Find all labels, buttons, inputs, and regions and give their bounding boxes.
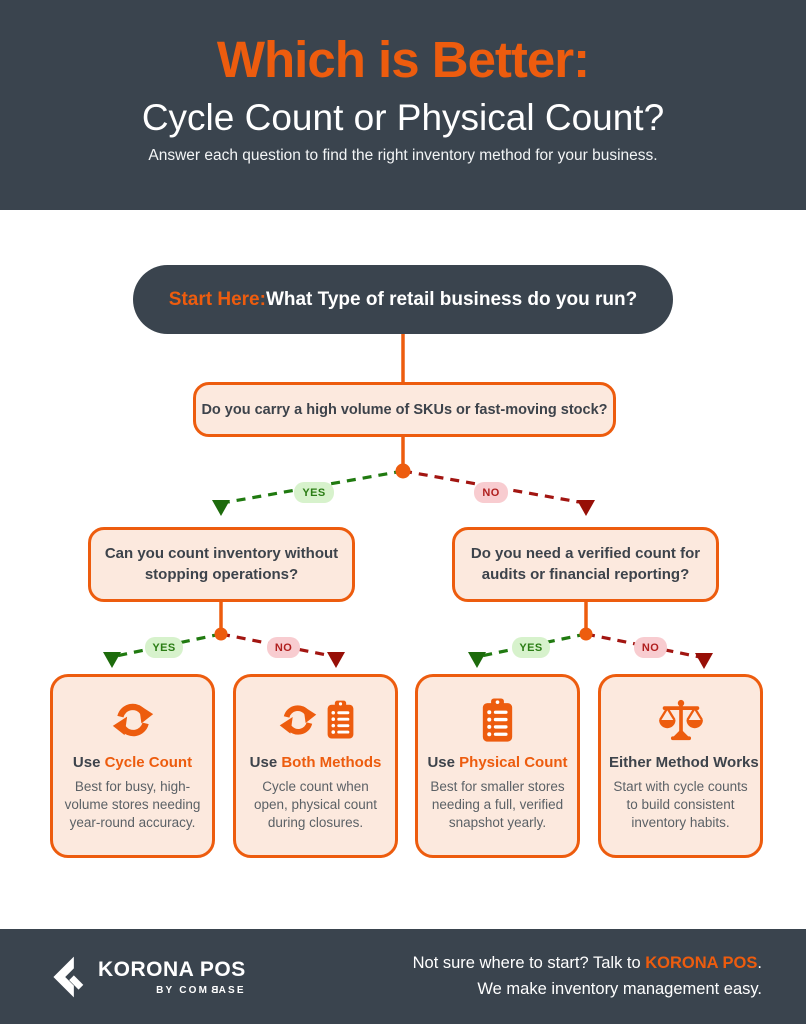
card-title-highlight: Cycle Count (104, 754, 193, 771)
question-box-right: Do you need a verified count for audits … (452, 527, 719, 602)
card-title-plain: Either Method Works (609, 754, 759, 771)
branch2-left-yes-arrowhead (103, 652, 121, 668)
card-title-highlight: Both Methods (281, 754, 382, 771)
branch1-no-arrowhead (577, 500, 595, 516)
branch2-right-no-arrowhead (695, 653, 713, 669)
card-icon-row (609, 695, 752, 745)
yes-badge-left: YES (145, 637, 183, 658)
card-body: Best for smaller stores needing a full, … (430, 779, 565, 831)
logo-name: KORONA POS (98, 957, 246, 981)
cta-line1: Not sure where to start? Talk to KORONA … (413, 951, 762, 977)
yes-badge-right: YES (512, 637, 550, 658)
footer-cta-text: Not sure where to start? Talk to KORONA … (413, 951, 762, 1002)
start-question: What Type of retail business do you run? (265, 288, 638, 310)
result-card-both-methods: Use Both Methods Cycle count when open, … (233, 674, 398, 858)
cta-brand: KORONA POS (645, 953, 758, 972)
card-icon-row (61, 695, 204, 745)
branch2-left-no-arrowhead (327, 652, 345, 668)
question-text-top: Do you carry a high volume of SKUs or fa… (201, 401, 608, 418)
logo-subtext: BY COMBASE (156, 985, 246, 996)
branch1-yes-arrowhead (212, 500, 230, 516)
card-body: Best for busy, high-volume stores needin… (64, 779, 201, 831)
card-icon-row (244, 695, 387, 745)
korona-logo: KORONA POS BY COMBASE (44, 954, 246, 1000)
card-title: Use Both Methods (244, 754, 387, 771)
question-text-left: Can you count inventory without stopping… (104, 545, 339, 583)
logo-subtext-mirrored-b: B (209, 984, 219, 996)
logo-subtext-right: ASE (218, 984, 246, 996)
page-subtitle: Cycle Count or Physical Count? (141, 97, 665, 138)
result-card-cycle-count: Use Cycle Count Best for busy, high-volu… (50, 674, 215, 858)
footer-banner: KORONA POS BY COMBASE Not sure where to … (0, 929, 806, 1024)
result-card-physical-count: Use Physical Count Best for smaller stor… (415, 674, 580, 858)
card-title-plain: Use (72, 754, 105, 771)
start-node: Start Here: What Type of retail business… (133, 265, 673, 334)
cta-line2: We make inventory management easy. (477, 979, 762, 998)
question-text-right: Do you need a verified count for audits … (470, 545, 701, 583)
card-icon-row (426, 695, 569, 745)
branch2-right-yes-arrowhead (468, 652, 486, 668)
card-body: Cycle count when open, physical count du… (253, 779, 378, 831)
card-title-plain: Use (427, 754, 460, 771)
card-title: Either Method Works (609, 754, 759, 771)
start-here-label: Start Here: (168, 288, 266, 310)
logo-text-block: KORONA POS BY COMBASE (98, 958, 246, 996)
card-body: Start with cycle counts to build consist… (613, 779, 748, 831)
card-title-highlight: Physical Count (459, 754, 568, 771)
clipboard-icon (327, 700, 353, 739)
scale-icon (658, 699, 703, 741)
cta-pre: Not sure where to start? Talk to (412, 953, 646, 972)
card-title: Use Cycle Count (61, 754, 204, 771)
header-banner: Which is Better: Cycle Count or Physical… (0, 0, 806, 210)
logo-subtext-left: BY COM (156, 984, 210, 996)
branch2-left-node-dot (214, 627, 228, 641)
question-box-top: Do you carry a high volume of SKUs or fa… (193, 382, 616, 437)
no-badge-branch1: NO (474, 482, 508, 503)
cta-post: . (757, 953, 762, 972)
clipboard-icon (482, 698, 513, 742)
cycle-icon (112, 703, 153, 737)
page-title: Which is Better: (216, 31, 590, 88)
branch1-node-dot (395, 463, 411, 479)
yes-badge-branch1: YES (294, 482, 334, 503)
card-title: Use Physical Count (426, 754, 569, 771)
card-title-plain: Use (249, 754, 282, 771)
cycle-icon (279, 705, 316, 735)
branch2-right-node-dot (579, 627, 593, 641)
page-tagline: Answer each question to find the right i… (148, 147, 658, 164)
no-badge-left: NO (267, 637, 300, 658)
result-card-either-method: Either Method Works Start with cycle cou… (598, 674, 763, 858)
korona-chevron-icon (53, 956, 84, 997)
no-badge-right: NO (634, 637, 667, 658)
question-box-left: Can you count inventory without stopping… (88, 527, 355, 602)
